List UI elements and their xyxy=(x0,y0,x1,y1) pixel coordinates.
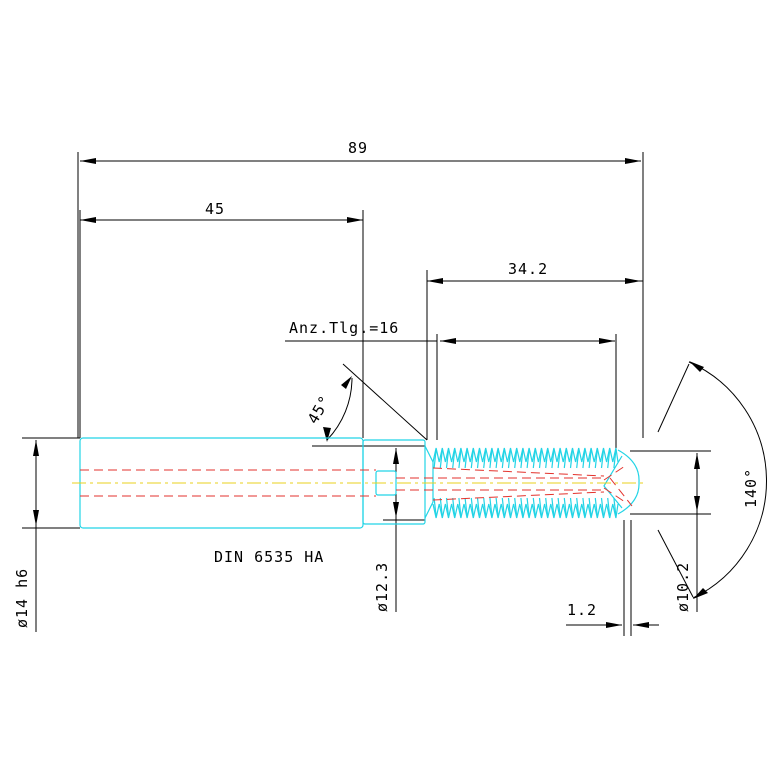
thread-rib xyxy=(551,449,555,469)
thread-rib xyxy=(476,449,481,469)
thread-rib xyxy=(452,497,456,517)
thread-rib xyxy=(458,497,462,517)
thread-rib xyxy=(600,497,605,517)
thread-rib xyxy=(501,497,505,517)
thread-rib xyxy=(433,449,437,469)
thread-rib xyxy=(489,497,493,517)
dim-shank-length: 45 xyxy=(79,200,364,438)
thread-rib xyxy=(613,449,617,469)
dim-shank-length-label: 45 xyxy=(205,200,225,218)
thread-rib xyxy=(507,497,512,517)
thread-rib xyxy=(495,449,499,469)
thread-rib xyxy=(439,497,443,517)
thread-rib xyxy=(532,449,536,469)
thread-rib xyxy=(452,449,456,469)
thread-rib xyxy=(458,449,462,469)
thread-rib xyxy=(607,497,611,517)
thread-rib xyxy=(582,449,586,469)
standard-label: DIN 6535 HA xyxy=(214,548,324,566)
thread-rib xyxy=(526,497,530,517)
dim-teeth-count-label: Anz.Tlg.=16 xyxy=(289,319,399,337)
thread-rib xyxy=(576,497,580,517)
thread-rib xyxy=(600,449,605,469)
tool-threads xyxy=(432,447,619,519)
thread-rib xyxy=(433,497,437,517)
dim-tip-angle-label: 140° xyxy=(742,468,760,508)
dim-thread-length-label: 34.2 xyxy=(508,260,548,278)
thread-rib xyxy=(594,449,598,469)
thread-rib xyxy=(532,497,536,517)
tool-tip xyxy=(617,449,640,515)
dim-chamfer-angle: 45° xyxy=(304,363,428,447)
dim-core-diameter-label: ø10.2 xyxy=(674,562,692,612)
dim-chamfer-angle-label: 45° xyxy=(304,392,335,427)
thread-rib xyxy=(563,497,567,517)
thread-rib xyxy=(557,497,561,517)
dim-total-length-label: 89 xyxy=(348,139,368,157)
thread-rib xyxy=(538,449,543,469)
thread-rib xyxy=(439,449,443,469)
dim-shank-diameter-label: ø14 h6 xyxy=(13,568,31,628)
thread-rib xyxy=(588,497,592,517)
thread-rib xyxy=(476,497,481,517)
thread-rib xyxy=(557,449,561,469)
thread-rib xyxy=(520,449,524,469)
thread-rib xyxy=(470,497,474,517)
dim-tip-offset: 1.2 xyxy=(566,520,659,636)
hidden-lines xyxy=(80,465,633,507)
dim-shank-diameter: ø14 h6 xyxy=(13,437,80,632)
thread-rib xyxy=(545,497,549,517)
thread-rib xyxy=(551,497,555,517)
thread-rib xyxy=(569,449,574,469)
thread-rib xyxy=(495,497,499,517)
thread-rib xyxy=(445,497,450,517)
thread-rib xyxy=(514,497,518,517)
dim-teeth-count: Anz.Tlg.=16 xyxy=(285,319,617,448)
thread-rib xyxy=(582,497,586,517)
dim-tip-angle: 140° xyxy=(657,361,767,599)
thread-rib xyxy=(514,449,518,469)
thread-rib xyxy=(545,449,549,469)
thread-rib xyxy=(501,449,505,469)
thread-rib xyxy=(576,449,580,469)
thread-rib xyxy=(607,449,611,469)
thread-rib xyxy=(563,449,567,469)
thread-rib xyxy=(470,449,474,469)
thread-crest-top xyxy=(432,447,619,463)
thread-rib xyxy=(464,497,468,517)
thread-rib xyxy=(613,497,617,517)
thread-crest-bottom xyxy=(432,503,619,519)
thread-rib xyxy=(588,449,592,469)
thread-rib xyxy=(445,449,450,469)
thread-rib xyxy=(520,497,524,517)
thread-rib xyxy=(464,449,468,469)
thread-rib xyxy=(489,449,493,469)
thread-rib xyxy=(526,449,530,469)
dim-core-diameter: ø10.2 xyxy=(630,450,711,612)
thread-rib xyxy=(483,449,487,469)
thread-rib xyxy=(594,497,598,517)
thread-rib xyxy=(483,497,487,517)
dim-total-length: 89 xyxy=(77,139,644,438)
thread-rib xyxy=(507,449,512,469)
tool-neck xyxy=(362,439,426,525)
tool-body xyxy=(79,437,640,529)
dim-thread-length: 34.2 xyxy=(426,260,643,440)
dim-neck-diameter-label: ø12.3 xyxy=(373,562,391,612)
dim-tip-offset-label: 1.2 xyxy=(567,601,597,619)
thread-rib xyxy=(569,497,574,517)
thread-rib xyxy=(538,497,543,517)
